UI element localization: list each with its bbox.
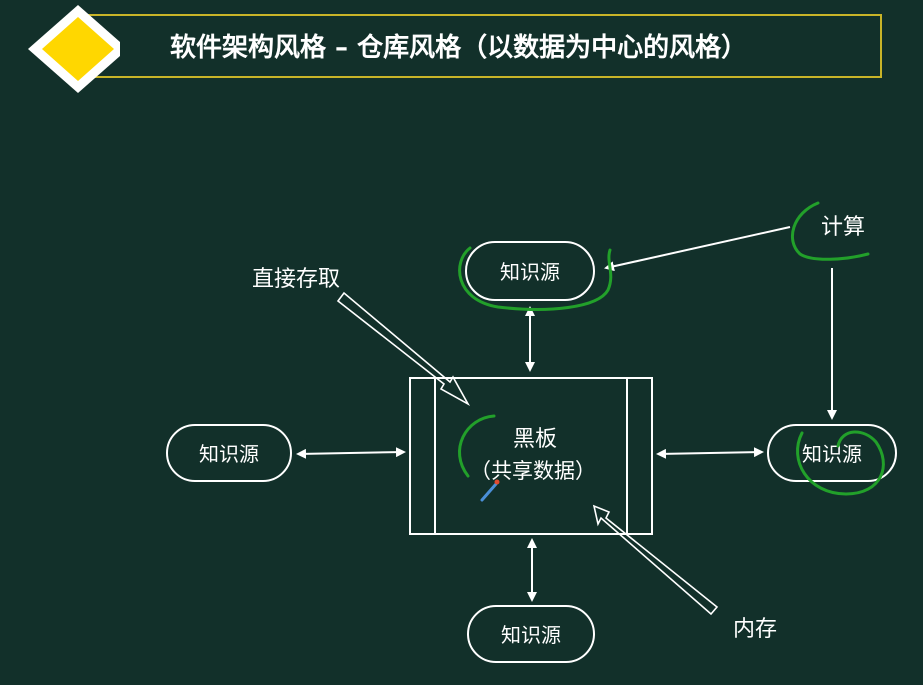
- pen-cursor-icon: [480, 479, 500, 502]
- green-mark-blackboard: [458, 414, 496, 478]
- blackboard-box: [409, 377, 653, 535]
- knowledge-source-right: [767, 424, 897, 482]
- knowledge-source-right-label: 知识源: [802, 442, 862, 466]
- knowledge-source-bottom-label: 知识源: [501, 623, 561, 647]
- direct-access-label: 直接存取: [252, 267, 340, 292]
- blackboard-label: 黑板: [513, 427, 557, 452]
- compute-label: 计算: [821, 215, 865, 240]
- knowledge-source-top-label: 知识源: [500, 260, 560, 284]
- green-mark-top-source: [458, 246, 613, 311]
- green-mark-compute: [790, 201, 870, 261]
- green-annotations: [458, 201, 885, 496]
- arrow-left-blackboard: [296, 447, 406, 459]
- green-mark-right-source: [796, 430, 885, 496]
- knowledge-source-left-label: 知识源: [199, 442, 259, 466]
- arrow-blackboard-right: [656, 447, 764, 459]
- memory-callout-arrow: [592, 504, 719, 616]
- knowledge-source-top: [465, 241, 595, 301]
- memory-label: 内存: [733, 617, 777, 642]
- knowledge-source-left: [166, 424, 292, 482]
- slide-title: 软件架构风格 – 仓库风格（以数据为中心的风格）: [170, 33, 748, 63]
- arrow-compute-top: [604, 226, 791, 272]
- title-diamond-icon: [28, 5, 120, 93]
- direct-access-callout-arrow: [336, 291, 471, 407]
- blackboard-sublabel: （共享数据）: [470, 459, 596, 483]
- knowledge-source-bottom: [467, 605, 595, 663]
